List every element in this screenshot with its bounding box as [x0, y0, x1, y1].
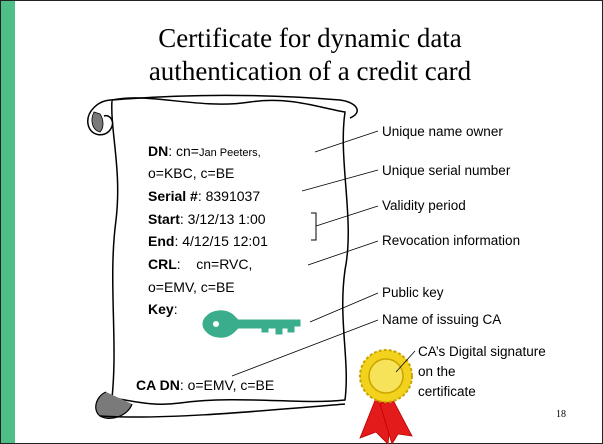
seal-icon — [359, 349, 413, 444]
leader-public-key — [309, 292, 379, 323]
scroll-top-curl-shadow — [91, 111, 104, 133]
accent-bar — [1, 1, 15, 443]
leader-signature — [395, 350, 416, 373]
callout-signature-line3: certificate — [418, 384, 476, 399]
page-number: 18 — [556, 409, 566, 420]
callout-serial: Unique serial number — [382, 163, 511, 178]
cert-serial: Serial #: 8391037 — [148, 188, 261, 204]
callout-signature-line1: CA’s Digital signature — [418, 344, 546, 359]
callout-signature: CA’s Digital signature on the certificat… — [418, 343, 546, 400]
leader-validity — [315, 205, 379, 227]
slide-title: Certificate for dynamic data authenticat… — [148, 23, 472, 86]
cert-end: End: 4/12/15 12:01 — [148, 233, 268, 249]
scroll-top-edge — [111, 94, 358, 119]
callout-revocation: Revocation information — [382, 233, 521, 248]
key-icon — [202, 310, 301, 338]
cert-dn-line2: o=KBC, c=BE — [148, 165, 235, 181]
leader-issuing-ca — [231, 319, 379, 377]
callout-signature-line2: on the — [418, 364, 456, 379]
cert-crl: CRL: cn=RVC, — [148, 256, 253, 272]
cert-dn-line: DN: cn=Jan Peeters, — [148, 143, 261, 159]
cert-key: Key: — [148, 301, 178, 317]
callout-public-key: Public key — [382, 285, 444, 300]
callout-unique-name: Unique name owner — [382, 124, 503, 139]
cert-ca-dn: CA DN: o=EMV, c=BE — [136, 377, 275, 393]
cert-crl-line2: o=EMV, c=BE — [148, 279, 235, 295]
scroll-bottom-edge — [99, 403, 346, 418]
callout-issuing-ca: Name of issuing CA — [382, 312, 502, 327]
leader-unique-name — [314, 130, 379, 153]
leader-revocation — [307, 240, 379, 266]
leader-serial — [301, 169, 379, 192]
cert-start: Start: 3/12/13 1:00 — [148, 211, 266, 227]
callout-validity: Validity period — [382, 198, 466, 213]
validity-bracket — [311, 212, 317, 241]
